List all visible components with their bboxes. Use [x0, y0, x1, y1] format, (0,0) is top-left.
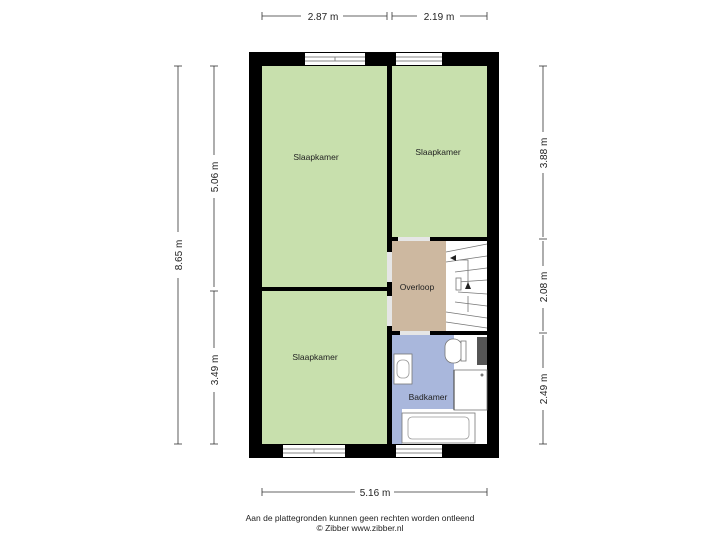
- dim-top-right: 2.19 m: [424, 12, 455, 23]
- dim-top-left: 2.87 m: [308, 12, 339, 23]
- dim-left-total: 8.65 m: [174, 240, 185, 271]
- landing-floor: [392, 241, 446, 331]
- dim-right-lower: 2.49 m: [539, 374, 550, 405]
- room-label-bedroom-1: Slaapkamer: [293, 152, 339, 162]
- disclaimer-text: Aan de plattegronden kunnen geen rechten…: [245, 513, 475, 523]
- room-label-bathroom: Badkamer: [409, 392, 448, 402]
- bedroom-2-floor: [392, 66, 487, 237]
- copyright-text: © Zibber www.zibber.nl: [316, 523, 404, 533]
- bedroom-1-floor: [262, 66, 387, 287]
- door-bedroom-2: [398, 237, 430, 241]
- dim-right-upper: 3.88 m: [539, 138, 550, 169]
- dim-right-middle: 2.08 m: [539, 272, 550, 303]
- dimension-lines: [174, 12, 547, 496]
- dim-bottom: 5.16 m: [360, 488, 391, 499]
- dim-left-lower: 3.49 m: [210, 355, 221, 386]
- window-top-right: [396, 53, 442, 65]
- sink-icon: [393, 353, 413, 385]
- room-label-landing: Overloop: [400, 282, 435, 292]
- bathtub-icon: [401, 412, 476, 444]
- door-bedroom-1: [387, 252, 392, 282]
- bathroom-floor-strip: [392, 409, 402, 444]
- door-bedroom-3: [387, 296, 392, 326]
- door-bathroom: [400, 331, 430, 335]
- radiator: [477, 337, 487, 365]
- staircase: [445, 243, 488, 329]
- window-bottom-right: [396, 445, 442, 457]
- stair-arrow-2: [465, 282, 471, 289]
- window-top-left: [305, 53, 365, 65]
- bedroom-3-floor: [262, 291, 387, 444]
- dim-left-upper: 5.06 m: [210, 162, 221, 193]
- stair-arrow-1: [450, 255, 456, 261]
- toilet-icon: [444, 338, 467, 364]
- room-label-bedroom-2: Slaapkamer: [415, 147, 461, 157]
- room-label-bedroom-3: Slaapkamer: [292, 352, 338, 362]
- shower-icon: [453, 369, 488, 411]
- window-bottom-left: [283, 445, 345, 457]
